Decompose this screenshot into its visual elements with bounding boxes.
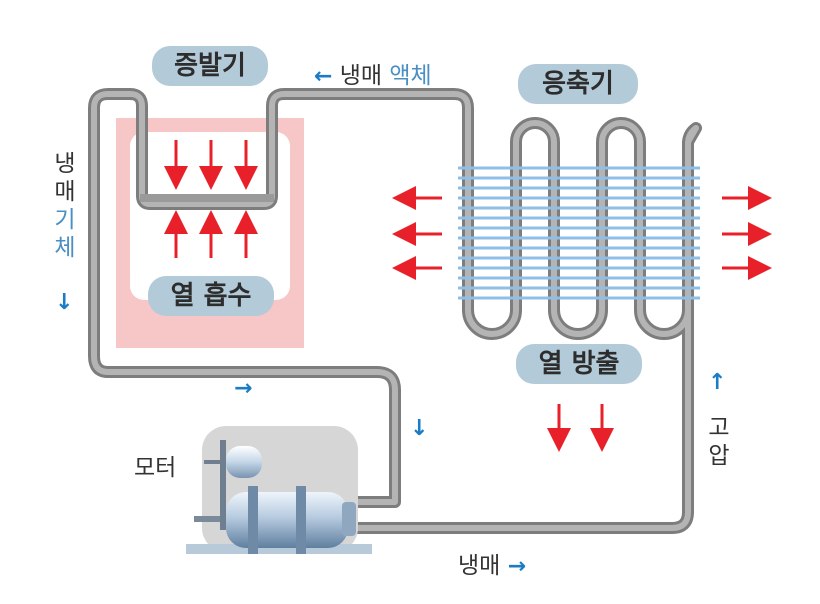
heat-absorb-label: 열 흡수 xyxy=(148,276,274,316)
flow-right-arrow-bottom: → xyxy=(507,554,527,579)
condenser-fins xyxy=(458,166,700,300)
flow-down-arrow-mid: ↓ xyxy=(410,416,429,441)
evaporator-label: 증발기 xyxy=(152,46,268,86)
top-flow-word: 냉매 xyxy=(339,63,383,89)
heat-arrows-evaporator-down xyxy=(164,140,258,190)
heat-arrows-condenser-left xyxy=(392,186,442,280)
right-flow-label: 고 압 xyxy=(704,414,734,470)
left-flow-label: 냉 매 기 체 xyxy=(50,150,80,262)
bottom-flow-label: 냉매 → xyxy=(458,546,526,580)
heat-arrows-evaporator-up xyxy=(164,210,258,258)
compressor xyxy=(186,426,372,554)
heat-arrows-release-down xyxy=(547,404,614,452)
condenser-label: 응축기 xyxy=(518,64,638,104)
motor xyxy=(204,446,262,478)
flow-down-arrow-left: ↓ xyxy=(55,290,74,315)
left-flow-state-char: 기 xyxy=(54,207,76,233)
right-flow-char: 압 xyxy=(708,443,730,469)
motor-label: 모터 xyxy=(134,455,177,481)
left-flow-state-char: 체 xyxy=(54,235,76,261)
heat-release-label: 열 방출 xyxy=(516,344,642,384)
top-flow-state: 액체 xyxy=(389,63,432,89)
evaporator-plate xyxy=(140,194,274,202)
bottom-flow-word: 냉매 xyxy=(458,553,501,579)
heat-arrows-condenser-right xyxy=(722,186,772,280)
top-flow-label: ← 냉매 액체 xyxy=(314,56,432,90)
flow-up-arrow-right: ↑ xyxy=(708,370,727,395)
flow-right-arrow-mid: → xyxy=(234,376,253,401)
refrigerant-pipe xyxy=(88,88,702,534)
flow-left-arrow: ← xyxy=(314,64,333,89)
left-flow-char: 매 xyxy=(54,179,76,205)
right-flow-char: 고 xyxy=(708,415,730,441)
left-flow-char: 냉 xyxy=(54,151,76,177)
